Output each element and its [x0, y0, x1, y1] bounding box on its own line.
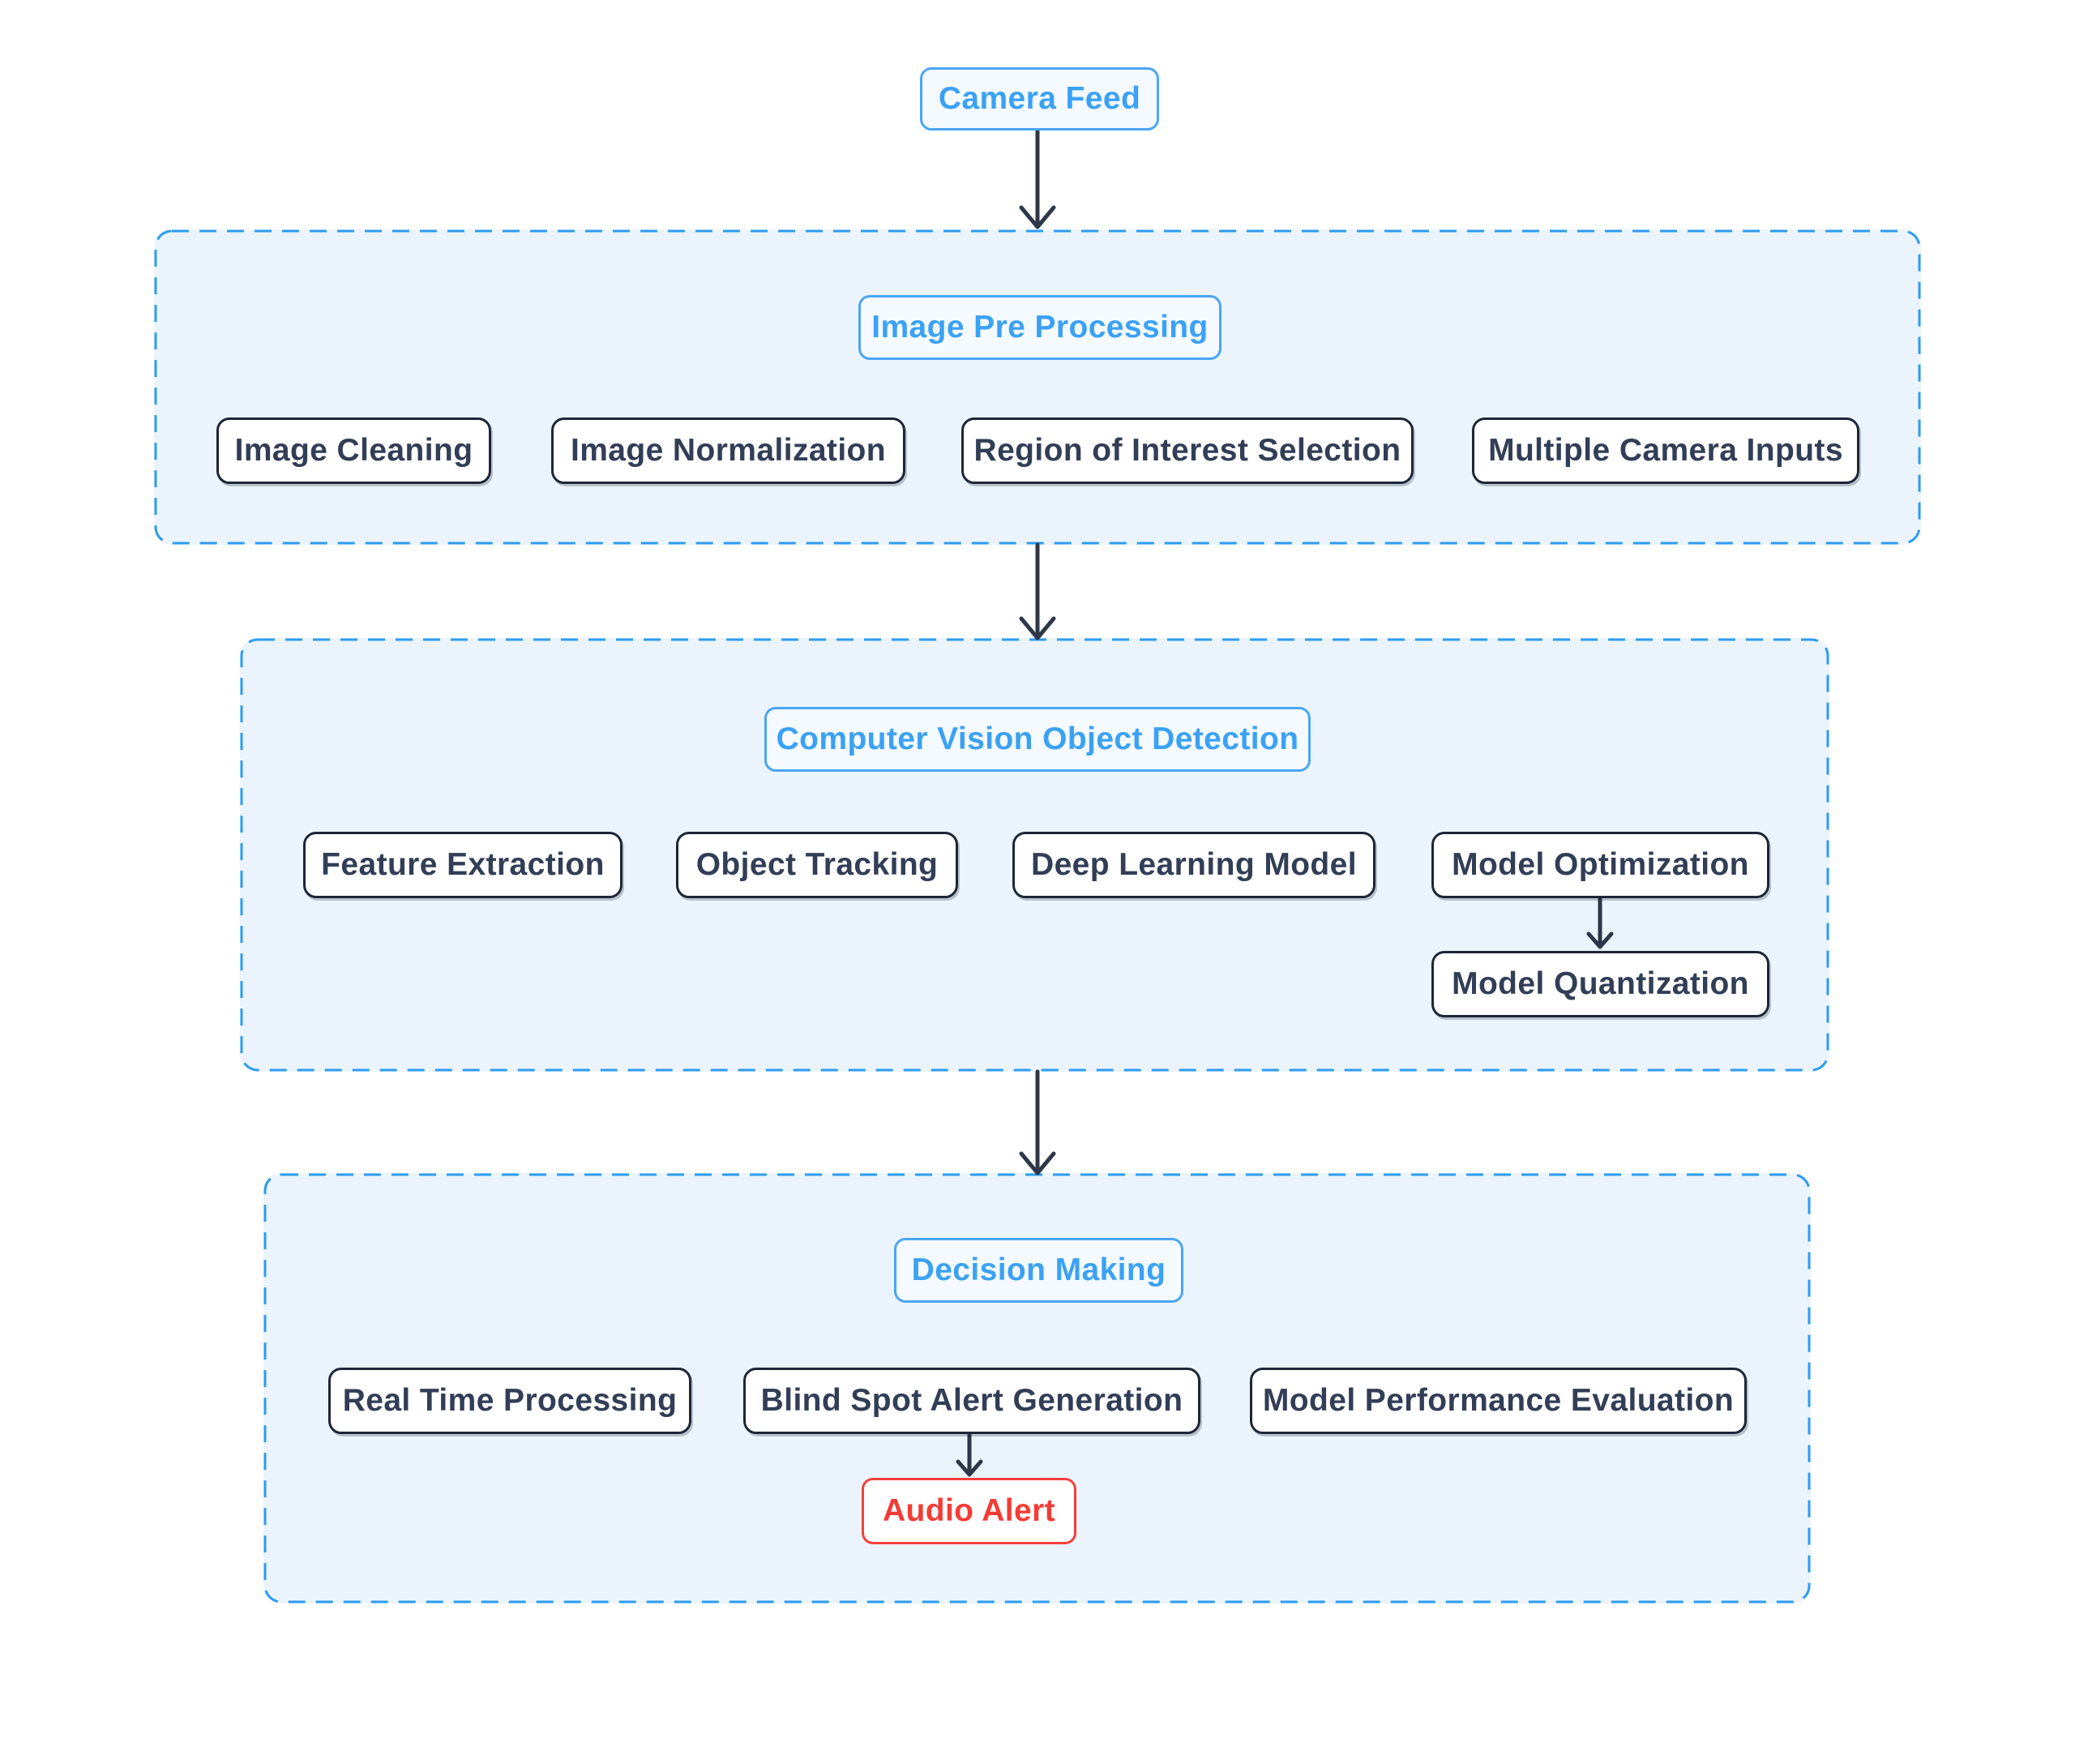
node-image-cleaning: Image Cleaning — [216, 417, 491, 484]
node-camera-feed: Camera Feed — [920, 67, 1159, 131]
dashed-border — [240, 638, 1829, 1072]
node-object-tracking: Object Tracking — [676, 832, 958, 898]
node-image-normalization: Image Normalization — [551, 417, 905, 484]
section-title-decision-making: Decision Making — [894, 1238, 1183, 1303]
node-model-performance-evaluation: Model Performance Evaluation — [1250, 1368, 1747, 1434]
node-model-optimization: Model Optimization — [1431, 832, 1769, 898]
node-feature-extraction: Feature Extraction — [303, 832, 622, 898]
section-title-image-pre-processing: Image Pre Processing — [858, 295, 1221, 360]
arrow-detection-to-decision — [1019, 1069, 1056, 1175]
arrow-preprocessing-to-detection — [1019, 542, 1056, 640]
arrow-camera-to-preprocessing — [1019, 129, 1056, 229]
arrow-blindspot-to-audio-alert — [956, 1432, 983, 1477]
node-multiple-camera-inputs: Multiple Camera Inputs — [1472, 417, 1859, 484]
node-blind-spot-alert-generation: Blind Spot Alert Generation — [743, 1368, 1200, 1434]
group-image-pre-processing — [154, 229, 1921, 545]
dashed-border — [154, 229, 1921, 545]
node-model-quantization: Model Quantization — [1431, 951, 1769, 1017]
section-title-cv-object-detection: Computer Vision Object Detection — [764, 707, 1311, 772]
node-audio-alert: Audio Alert — [862, 1478, 1076, 1544]
arrow-optimization-to-quantization — [1586, 896, 1614, 949]
node-region-of-interest-selection: Region of Interest Selection — [961, 417, 1414, 484]
node-deep-learning-model: Deep Learning Model — [1012, 832, 1375, 898]
node-real-time-processing: Real Time Processing — [328, 1368, 691, 1434]
